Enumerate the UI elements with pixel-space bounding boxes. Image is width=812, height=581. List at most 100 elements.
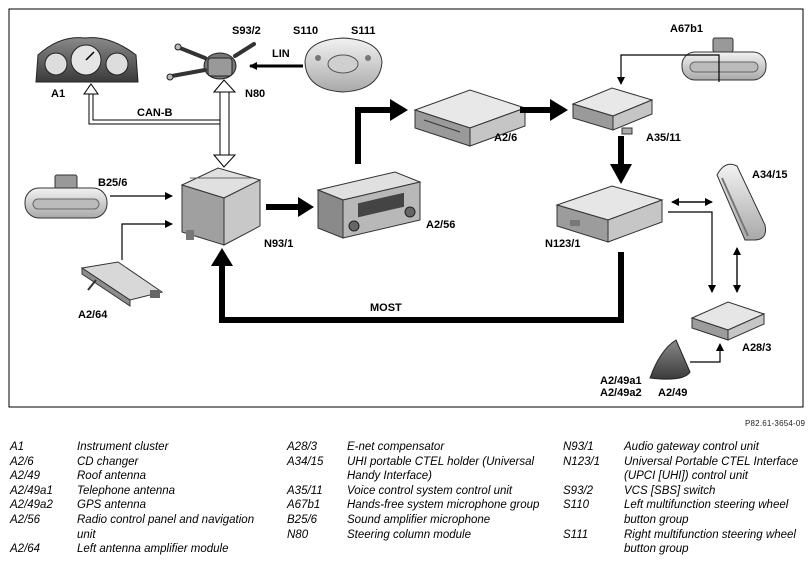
legend-code: A2/6 (10, 455, 34, 468)
upci-control-unit-icon (555, 185, 664, 243)
label-s111: S111 (351, 25, 375, 37)
legend-description: Left antenna amplifier module (77, 543, 229, 556)
label-s110: S110 (293, 25, 318, 37)
can-b-bus (83, 79, 237, 168)
legend-description: Voice control system control unit (347, 484, 513, 497)
legend-description: GPS antenna (77, 499, 147, 512)
antenna-amplifier-connection (121, 220, 173, 260)
legend-code: B25/6 (287, 513, 318, 526)
legend-code: A1 (10, 441, 25, 453)
legend-row: A2/64 Left antenna amplifier module (10, 542, 272, 557)
legend-description: Telephone antenna (77, 484, 176, 497)
label-n93-1: N93/1 (264, 238, 293, 250)
legend-code: A2/49a2 (10, 499, 53, 512)
legend-code: A2/49a1 (10, 484, 53, 497)
roof-antenna-icon (649, 339, 691, 380)
legend-code: S93/2 (563, 484, 594, 497)
legend-row: A67b1 Hands-free system microphone group (287, 498, 553, 513)
steering-column-module-icon (166, 42, 256, 81)
label-can-b: CAN-B (137, 107, 172, 119)
phone-holder-icon (716, 163, 766, 241)
most-ring (219, 252, 624, 323)
label-a2-49: A2/49 (658, 387, 687, 399)
legend-code: A2/56 (10, 513, 41, 526)
legend-row: S110 Left multifunction steering wheel bu… (563, 498, 808, 527)
legend-row: N123/1 Universal Portable CTEL Interface … (563, 455, 808, 484)
label-a2-49a2: A2/49a2 (600, 387, 642, 399)
legend-row: A2/49 Roof antenna (10, 469, 272, 484)
e-net-compensator-icon (690, 301, 766, 341)
legend-description: Radio control panel and navigation unit (77, 513, 255, 541)
legend-code: N123/1 (563, 455, 601, 468)
label-s93-2: S93/2 (232, 25, 261, 37)
legend-row: A34/15 UHI portable CTEL holder (Universa… (287, 455, 553, 484)
label-lin: LIN (272, 48, 290, 60)
legend-description: Audio gateway control unit (624, 441, 759, 453)
antenna-compensator-connection (690, 343, 724, 363)
steering-wheel-button-group-icon (304, 37, 383, 93)
legend-description: Left multifunction steering wheel button… (624, 499, 789, 526)
sound-amplifier-microphone-mirror-icon (24, 174, 108, 219)
legend-row: A2/49a1 Telephone antenna (10, 484, 272, 499)
legend-row: S93/2 VCS [SBS] switch (563, 484, 808, 499)
legend-description: Hands-free system microphone group (347, 499, 540, 512)
label-a2-49a1: A2/49a1 (600, 375, 642, 387)
hands-free-microphone-mirror-icon (681, 37, 767, 81)
legend-row: B25/6 Sound amplifier microphone (287, 513, 553, 528)
figure-reference: P82.61-3654-09 (745, 419, 806, 428)
legend-code: N80 (287, 528, 309, 541)
legend-description: Sound amplifier microphone (347, 513, 491, 526)
legend-code: A67b1 (287, 499, 321, 512)
legend-code: A28/3 (287, 441, 318, 453)
legend-row: A35/11 Voice control system control unit (287, 484, 553, 499)
label-a35-11: A35/11 (646, 132, 681, 144)
label-b25-6: B25/6 (98, 177, 127, 189)
legend-description: VCS [SBS] switch (624, 484, 716, 497)
radio-to-cd-changer-path (355, 107, 392, 164)
legend-row: N80 Steering column module (287, 528, 553, 543)
legend-code: A34/15 (287, 455, 324, 468)
cd-changer-to-voice-unit-arrowhead (550, 99, 568, 121)
label-a2-56: A2/56 (426, 219, 455, 231)
voice-control-unit-icon (571, 87, 654, 135)
antenna-amplifier-module-icon (80, 261, 164, 307)
legend-description: CD changer (77, 455, 139, 468)
legend-description: Steering column module (347, 528, 472, 541)
most-ring-arrowhead (211, 248, 233, 266)
voice-unit-to-upci-arrowhead (610, 164, 632, 184)
legend-row: A2/49a2 GPS antenna (10, 498, 272, 513)
label-a2-6: A2/6 (494, 132, 517, 144)
label-a2-64: A2/64 (78, 309, 108, 321)
label-a28-3: A28/3 (742, 342, 771, 354)
n93-to-radio-arrowhead (298, 197, 314, 217)
legend-code: A35/11 (287, 484, 323, 497)
legend-code: A2/64 (10, 543, 41, 556)
cd-changer-icon (413, 89, 527, 147)
legend-code: S110 (563, 499, 590, 512)
system-diagram: A1 S93/2 S110 S111 LIN N80 CAN-B A67b1 A… (8, 8, 804, 408)
legend-code: A2/49 (10, 470, 41, 483)
legend-row: A2/56 Radio control panel and navigation … (10, 513, 272, 542)
legend-description: Roof antenna (77, 470, 147, 483)
label-a67b1: A67b1 (670, 23, 703, 35)
mirror-microphone-connection (617, 54, 720, 85)
legend-code: N93/1 (563, 441, 594, 453)
label-a34-15: A34/15 (752, 169, 787, 181)
label-a1: A1 (51, 88, 65, 100)
instrument-cluster-icon (35, 37, 139, 83)
radio-to-cd-changer-arrowhead (390, 99, 408, 121)
label-n80: N80 (245, 88, 265, 100)
legend-description: Instrument cluster (77, 441, 169, 453)
legend-row: A2/6 CD changer (10, 455, 272, 470)
legend-description: UHI portable CTEL holder (Universal Hand… (347, 455, 535, 483)
radio-control-panel-icon (316, 171, 422, 239)
label-most: MOST (370, 302, 402, 314)
audio-gateway-control-unit-icon (180, 167, 262, 246)
legend-description: Universal Portable CTEL Interface (UPCI … (624, 455, 799, 483)
legend-row: A1 Instrument cluster (10, 440, 272, 455)
